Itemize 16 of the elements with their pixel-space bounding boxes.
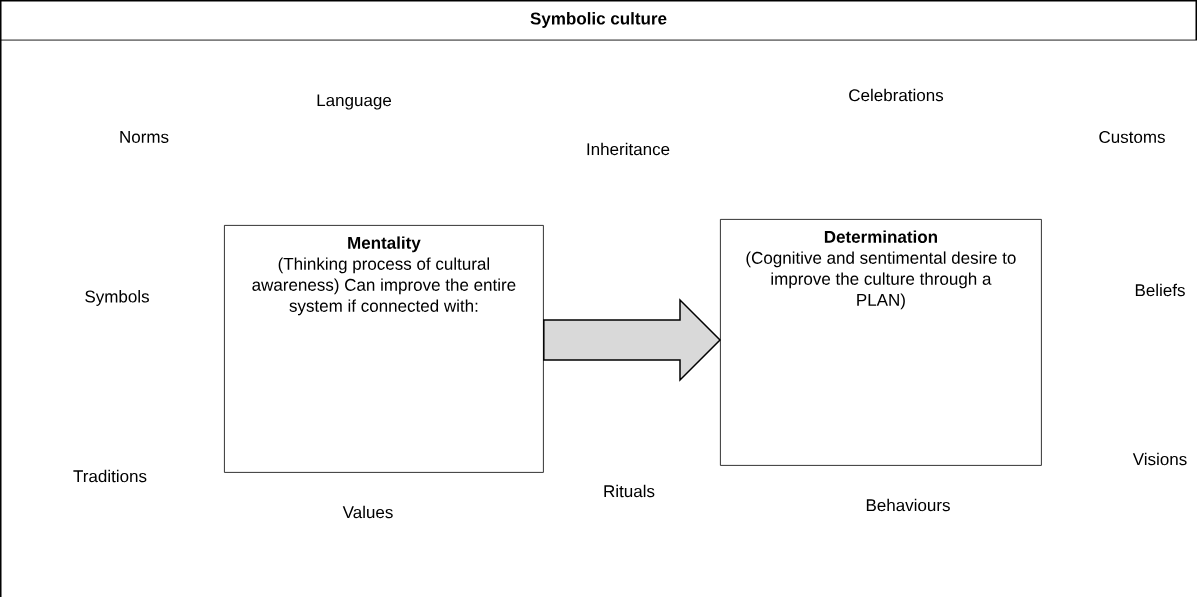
label-text: Beliefs — [1135, 283, 1185, 297]
label-text: Visions — [1132, 452, 1187, 466]
label-text: Inheritance — [587, 142, 670, 156]
label-text: Rituals — [604, 484, 655, 498]
text-box: Determination (Cognitive and sentimental desire to improve the culture through a PLAN) — [720, 219, 1042, 466]
label-text: Symbols — [85, 290, 149, 306]
label-text: Customs — [1099, 131, 1165, 143]
label-text: Traditions — [73, 469, 147, 483]
block-arrow — [543, 298, 722, 382]
label-text: Celebrations — [849, 88, 944, 102]
label-text: Values — [342, 505, 393, 519]
text-box: Mentality (Thinking process of cultural awareness) Can improve the entire system if connected with: — [224, 225, 544, 473]
title: Symbolic culture — [530, 12, 667, 28]
label-text: Norms — [120, 131, 169, 143]
label-text: Language — [317, 94, 392, 110]
label-text: Behaviours — [866, 498, 950, 512]
